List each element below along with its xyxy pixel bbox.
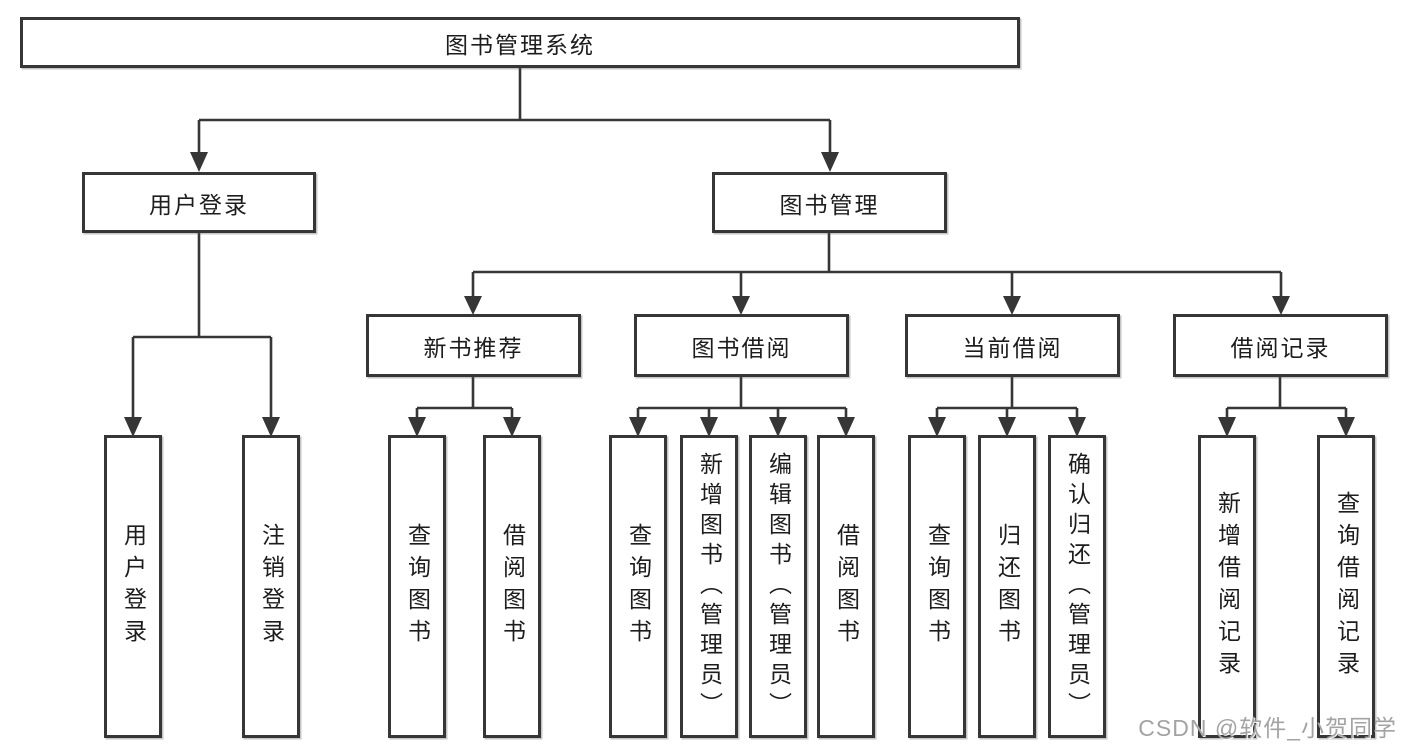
node-root-system: 图书管理系统 [20, 17, 1020, 68]
arrowhead-leaf-add-record [1218, 417, 1236, 437]
leaf-search-books-current: 查询图书 [908, 435, 966, 738]
arrowhead-leaf-add-book [700, 417, 718, 437]
leaf-return-books-label: 归还图书 [994, 522, 1021, 651]
node-borrowing-records: 借阅记录 [1173, 314, 1388, 377]
leaf-edit-book-admin-label: 编辑图书（管理员） [765, 451, 792, 722]
leaf-search-books-recommend: 查询图书 [388, 435, 446, 738]
node-new-book-recommend: 新书推荐 [366, 314, 581, 377]
leaf-logout-login-label: 注销登录 [258, 522, 285, 651]
leaf-search-books-current-label: 查询图书 [924, 522, 951, 651]
arrowhead-new-book [464, 296, 482, 315]
node-book-borrowing-label: 图书借阅 [691, 334, 792, 361]
arrowhead-leaf-return-books [998, 417, 1016, 437]
node-user-login-branch: 用户登录 [82, 172, 316, 233]
connector-book-mgmt-to-level3 [471, 233, 1283, 297]
arrowhead-leaf-edit-book [769, 417, 787, 437]
arrowhead-current-borrow [1003, 296, 1021, 315]
node-book-management-branch-label: 图书管理 [779, 191, 880, 218]
node-user-login-branch-label: 用户登录 [149, 191, 249, 218]
arrowhead-leaf-search-books-3 [928, 417, 946, 437]
leaf-borrow-books-borrowing-label: 借阅图书 [833, 522, 860, 651]
leaf-logout-login: 注销登录 [242, 435, 300, 738]
connector-new-book-to-leaves [415, 377, 514, 419]
leaf-borrow-books-recommend: 借阅图书 [483, 435, 541, 738]
node-book-borrowing: 图书借阅 [634, 314, 849, 377]
node-root-system-label: 图书管理系统 [445, 31, 595, 58]
leaf-search-books-recommend-label: 查询图书 [404, 522, 431, 651]
leaf-add-book-admin: 新增图书（管理员） [680, 435, 738, 738]
arrowhead-leaf-borrow-books-2 [837, 417, 855, 437]
arrowhead-user-login [190, 152, 208, 172]
arrowhead-borrow-record [1272, 296, 1290, 315]
node-new-book-recommend-label: 新书推荐 [423, 334, 524, 361]
arrowhead-leaf-search-books-2 [629, 417, 647, 437]
leaf-add-book-admin-label: 新增图书（管理员） [696, 451, 723, 722]
leaf-edit-book-admin: 编辑图书（管理员） [749, 435, 807, 738]
arrowhead-leaf-search-books-1 [408, 417, 426, 437]
arrowhead-book-mgmt [821, 152, 839, 172]
arrowhead-leaf-search-record [1337, 417, 1355, 437]
leaf-borrow-books-recommend-label: 借阅图书 [499, 522, 526, 651]
leaf-confirm-return-admin: 确认归还（管理员） [1048, 435, 1106, 738]
connector-borrow-record-to-leaves [1225, 377, 1348, 419]
arrowhead-leaf-confirm-return [1068, 417, 1086, 437]
arrowhead-leaf-borrow-books-1 [503, 417, 521, 437]
leaf-user-login: 用户登录 [104, 435, 162, 738]
node-book-management-branch: 图书管理 [712, 172, 947, 233]
leaf-search-borrow-record: 查询借阅记录 [1317, 435, 1375, 738]
arrowhead-leaf-user-login [124, 417, 142, 437]
node-current-borrowing-label: 当前借阅 [962, 334, 1063, 361]
leaf-search-books-borrowing: 查询图书 [609, 435, 667, 738]
leaf-user-login-label: 用户登录 [120, 522, 147, 651]
leaf-add-borrow-record: 新增借阅记录 [1198, 435, 1256, 738]
connector-user-login-to-leaves [131, 233, 273, 419]
node-current-borrowing: 当前借阅 [905, 314, 1120, 377]
node-borrowing-records-label: 借阅记录 [1230, 334, 1331, 361]
leaf-borrow-books-borrowing: 借阅图书 [817, 435, 875, 738]
arrowhead-leaf-logout [262, 417, 280, 437]
leaf-search-books-borrowing-label: 查询图书 [625, 522, 652, 651]
csdn-watermark: CSDN @软件_小贺同学 [1138, 715, 1397, 741]
connector-book-borrow-to-leaves [636, 377, 848, 419]
leaf-confirm-return-admin-label: 确认归还（管理员） [1064, 451, 1091, 722]
leaf-return-books: 归还图书 [978, 435, 1036, 738]
leaf-search-borrow-record-label: 查询借阅记录 [1333, 490, 1360, 683]
connector-root-to-level2 [197, 68, 832, 154]
leaf-add-borrow-record-label: 新增借阅记录 [1214, 490, 1241, 683]
arrowhead-book-borrow [732, 296, 750, 315]
connector-current-borrow-to-leaves [935, 377, 1079, 419]
